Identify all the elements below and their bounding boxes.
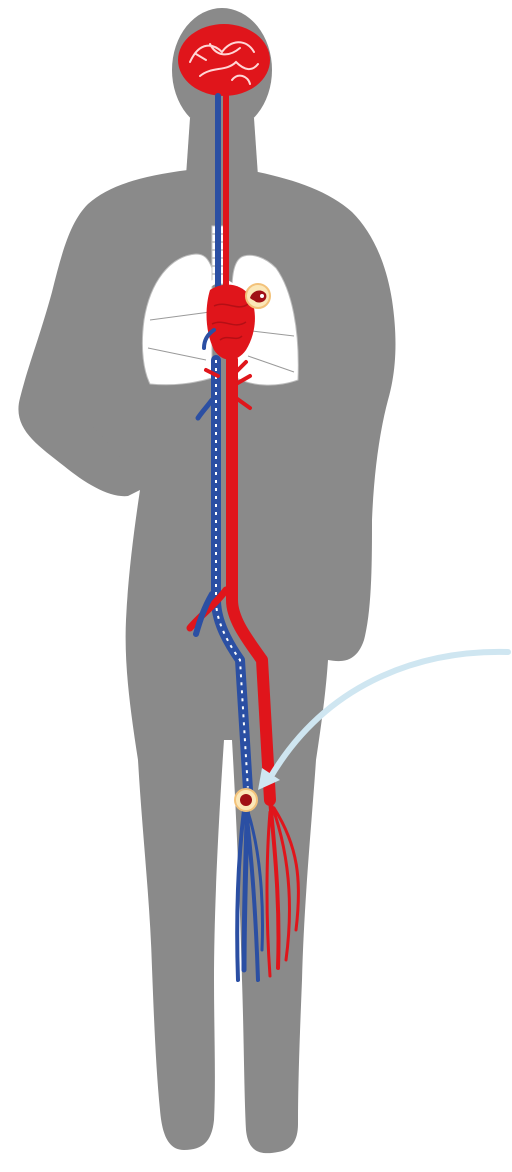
neck	[186, 118, 258, 176]
leg-clot	[240, 794, 252, 806]
lung-clot-marker-icon	[246, 284, 270, 308]
body-silhouette	[18, 8, 395, 1153]
leg-clot-marker-icon	[235, 789, 257, 811]
lung-clot-dot	[260, 294, 264, 298]
brain	[178, 24, 270, 96]
